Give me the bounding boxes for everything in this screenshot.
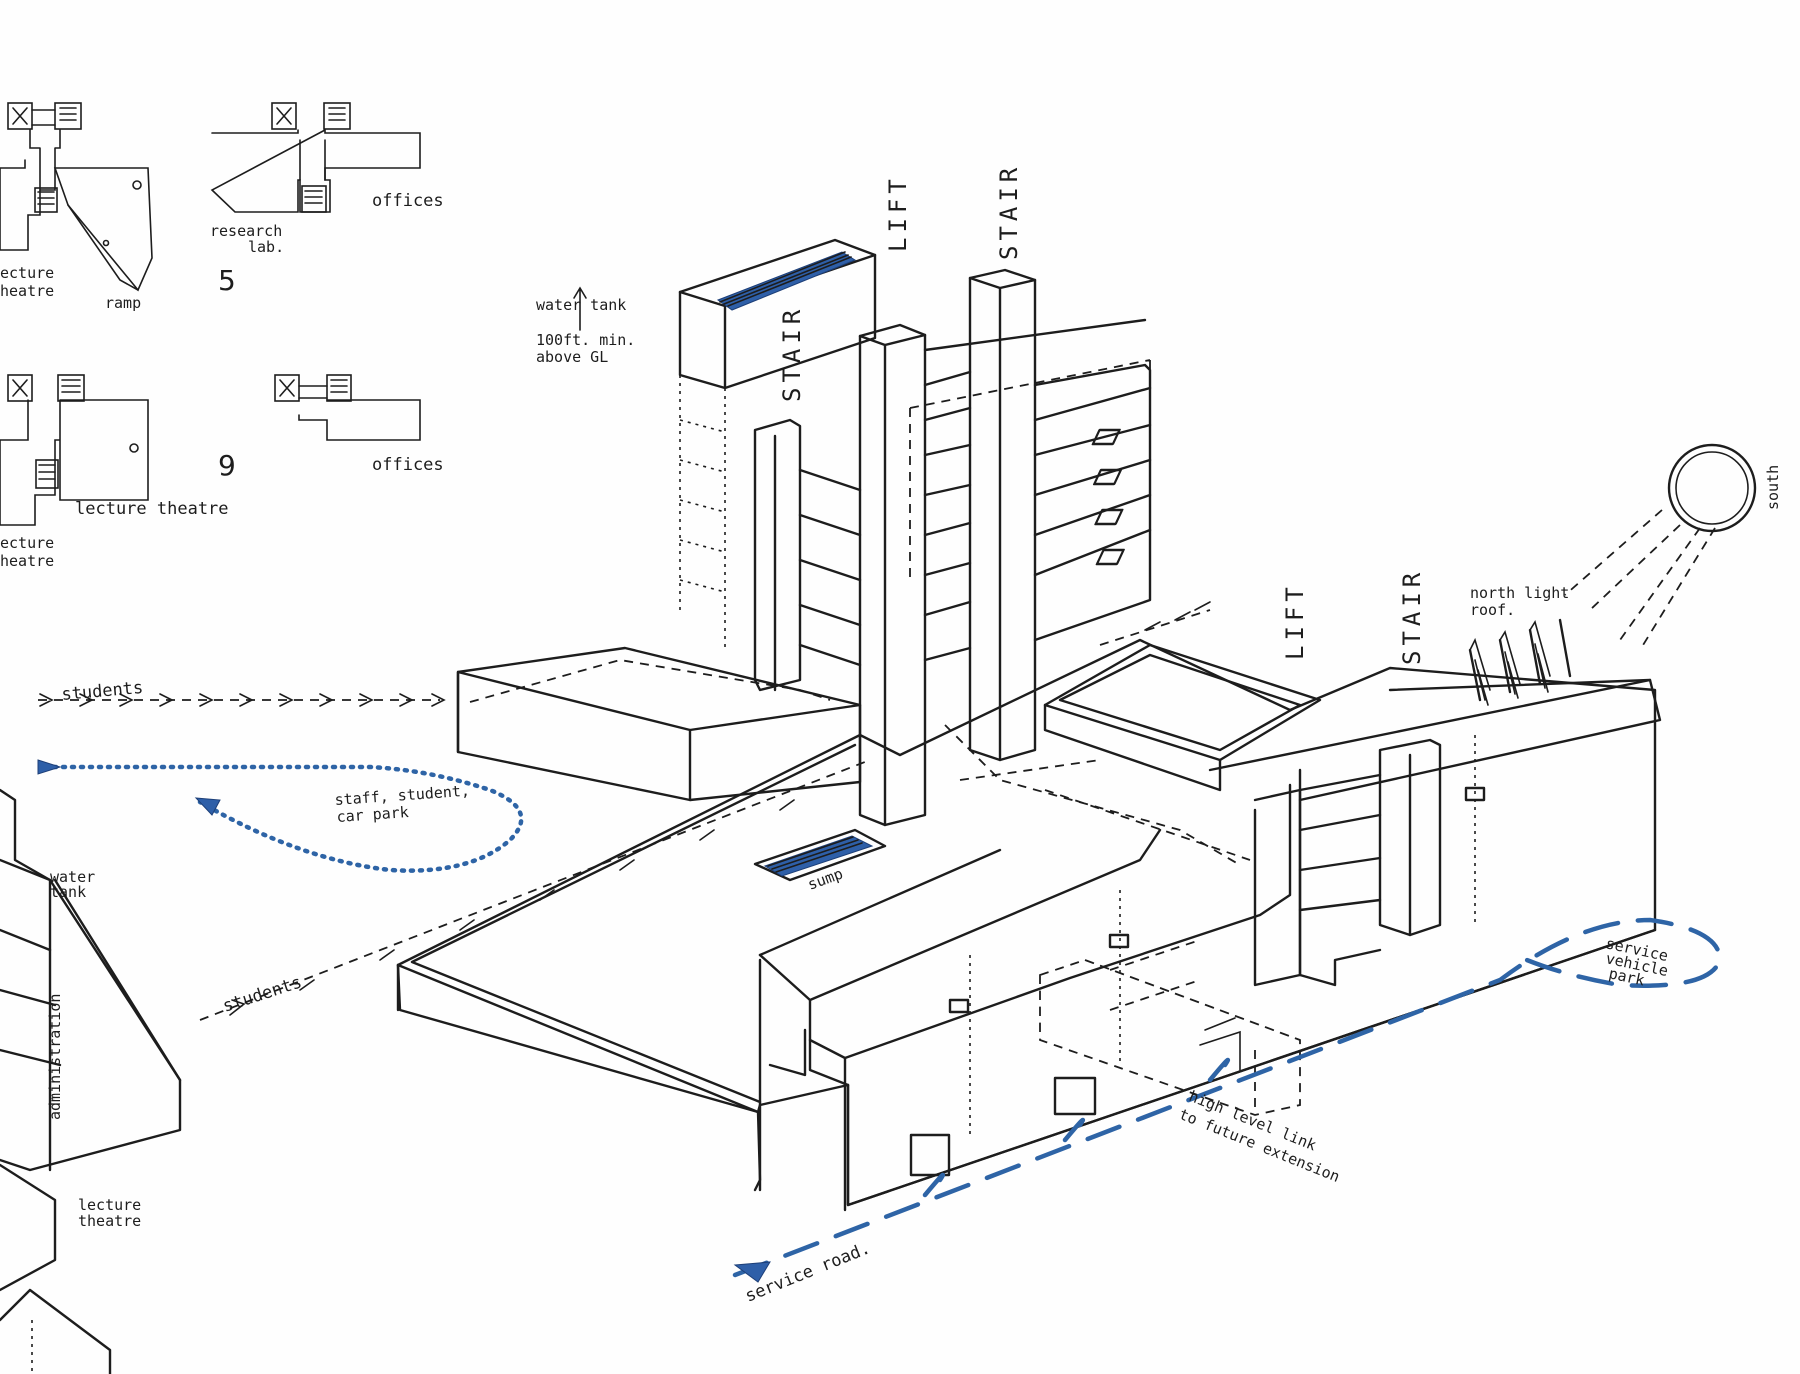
floor-plan-5: [210, 102, 421, 213]
label-lecture-theatre-1b: heatre: [0, 282, 54, 300]
label-offices-1: offices: [372, 191, 444, 211]
label-lecture-theatre-1a: ecture: [0, 264, 54, 282]
service-road-arrow-icon: [733, 1261, 771, 1283]
label-offices-2: offices: [372, 455, 444, 475]
water-tank-arrow-icon: [573, 286, 587, 331]
label-car-park-2: car park: [336, 803, 409, 826]
floor-plan-lower-left: [0, 374, 149, 526]
label-tank-height-2: above GL: [536, 348, 608, 366]
sump: [753, 828, 887, 882]
label-floor-9: 9: [218, 449, 236, 482]
car-park-route: [42, 764, 524, 873]
central-tower: [753, 268, 1152, 827]
internal-circulation: [944, 601, 1251, 866]
label-research-lab-1: research: [210, 222, 282, 240]
label-lecture-theatre-3a: ecture: [0, 534, 54, 552]
students-route-upper: [38, 659, 831, 707]
label-side-lecture-2: theatre: [78, 1212, 141, 1230]
label-stair-1: STAIR: [995, 163, 1023, 260]
floor-plan-upper-left: [0, 102, 153, 292]
label-stair-3: STAIR: [1398, 568, 1426, 665]
service-ducts: [969, 735, 1476, 1135]
label-side-lecture-1: lecture: [78, 1196, 141, 1214]
podium-block: [396, 638, 1657, 1212]
label-north-light-2: roof.: [1470, 601, 1515, 619]
label-lecture-theatre-2: lecture theatre: [75, 499, 229, 519]
label-ramp: ramp: [105, 294, 141, 312]
service-bays: [922, 1057, 1231, 1198]
floor-plan-9: [274, 374, 421, 441]
label-lift-1: LIFT: [884, 174, 912, 252]
water-tank-tower: [678, 238, 877, 650]
label-students-2: students: [220, 972, 304, 1016]
side-building: [0, 788, 182, 1374]
label-south: south: [1764, 465, 1782, 510]
label-lift-2: LIFT: [1281, 582, 1309, 660]
students-route-lower: [199, 759, 871, 1021]
label-research-lab-2: lab.: [248, 238, 284, 256]
label-side-water-2: tank: [50, 883, 86, 901]
right-block: [948, 618, 1662, 1014]
service-road-route: [732, 917, 1723, 1278]
label-water-tank: water tank: [536, 296, 626, 314]
label-stair-2: STAIR: [778, 305, 806, 402]
sun-icon: [1564, 443, 1757, 651]
label-administration: administration: [46, 994, 64, 1120]
label-tank-height-1: 100ft. min.: [536, 331, 635, 349]
label-floor-5: 5: [218, 264, 236, 297]
label-side-water-1: water: [50, 868, 95, 886]
car-park-return-arrow-icon: [194, 797, 221, 816]
label-north-light-1: north light: [1470, 584, 1569, 602]
label-sump: sump: [805, 864, 845, 893]
label-lecture-theatre-3b: heatre: [0, 552, 54, 570]
car-park-entry-arrow-icon: [37, 759, 62, 775]
